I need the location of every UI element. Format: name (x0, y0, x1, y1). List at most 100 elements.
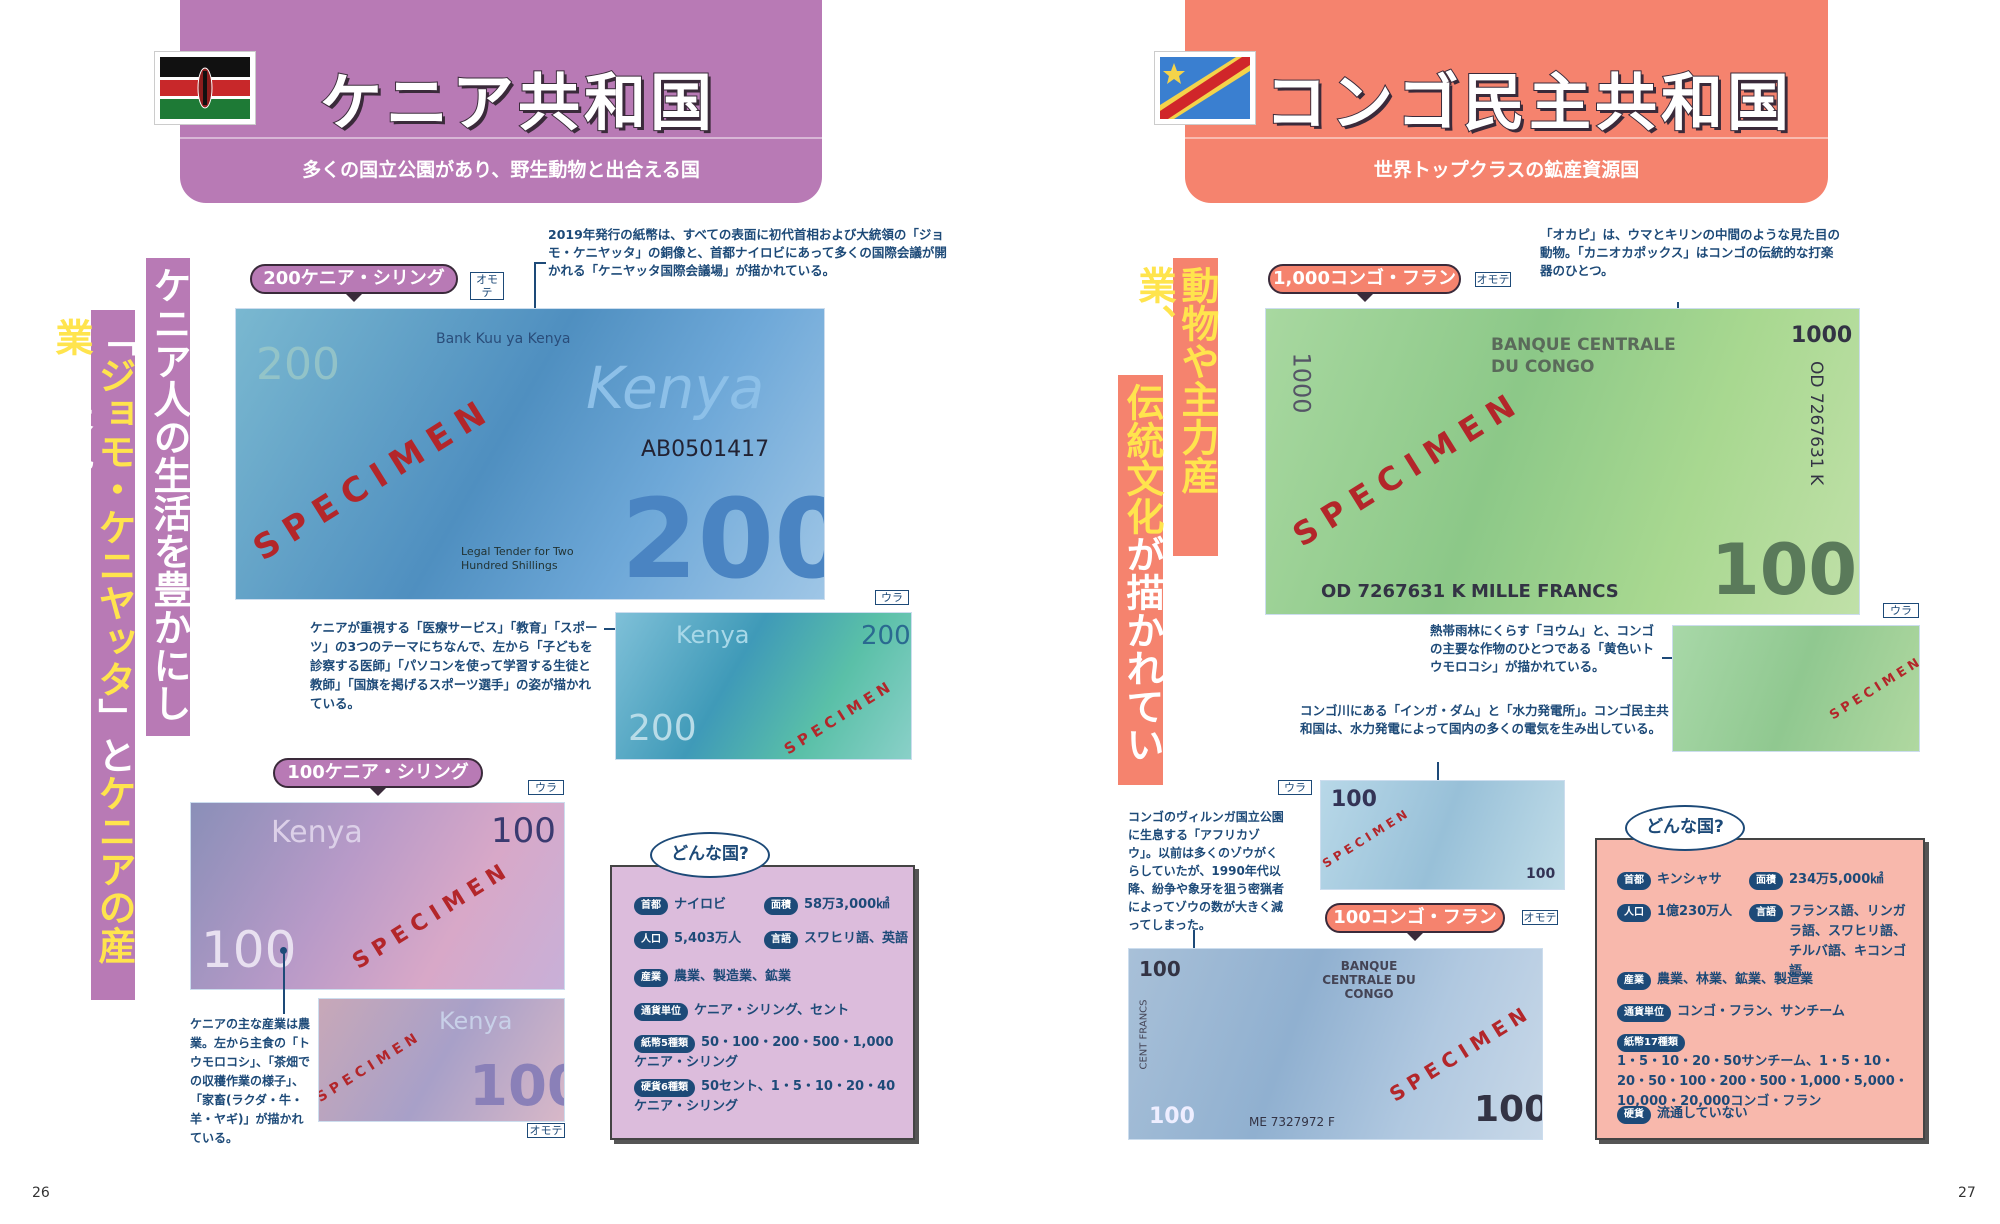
denomination-words: MILLE FRANCS (1471, 581, 1619, 602)
info-value: スワヒリ語、英語 (804, 931, 909, 946)
bank-name: Bank Kuu ya Kenya (436, 331, 571, 347)
info-badge: 紙幣17種類 (1617, 1034, 1685, 1052)
info-badge: 産業 (634, 969, 668, 987)
kenya-headline-col1: ケニア人の生活を豊かにした (104, 258, 191, 736)
info-value: 50・100・200・500・1,000 (700, 1035, 894, 1050)
callout-dot (280, 947, 287, 954)
headline-text: 「 (92, 318, 136, 356)
info-value: 234万5,000㎢ (1789, 872, 1884, 887)
info-value: フランス語、リンガラ語、スワヒリ語、チルバ語、キコンゴ語 (1789, 904, 1907, 979)
back-tag: ウラ (1278, 780, 1312, 795)
denomination: 100 (1139, 957, 1181, 981)
banknote-1000-back: SPECIMEN (1672, 625, 1920, 752)
info-badge: 紙幣5種類 (634, 1035, 695, 1053)
note200-back-description: ケニアが重視する「医療サービス」「教育」「スポーツ」の3つのテーマにちなんで、左… (310, 620, 598, 711)
kenya-subtitle: 多くの国立公園があり、野生動物と出合える国 (302, 159, 700, 181)
info-row: 首都ナイロビ (634, 895, 726, 915)
info-value: ナイロビ (674, 897, 727, 912)
callout-line (534, 262, 546, 264)
info-badge: 面積 (764, 897, 798, 915)
info-value: キンシャサ (1657, 872, 1722, 887)
info-row: 面積 234万5,000㎢ (1749, 870, 1883, 890)
divider (1185, 137, 1828, 139)
info-badge: 面積 (1749, 872, 1783, 890)
bank-name: BANQUE CENTRALE DU CONGO (1322, 959, 1416, 1001)
denomination: 100 (1331, 787, 1377, 812)
info-value: 20・50・100・200・500・1,000・5,000・10,000・20,… (1617, 1074, 1908, 1109)
headline-text: 」と (92, 698, 136, 774)
serial-vertical: OD 7267631 K (1806, 361, 1826, 486)
note200-description: 2019年発行の紙幣は、すべての表面に初代首相および大統領の「ジョモ・ケニヤッタ… (548, 227, 947, 278)
headline-text: が描かれている (1077, 383, 1164, 763)
banknote-100-back: Kenya 100 100 SPECIMEN (190, 802, 565, 990)
info-badge: 人口 (634, 931, 668, 949)
info-row: 産業農業、林業、鉱業、製造業 (1617, 970, 1813, 990)
denomination: 100 (491, 811, 556, 851)
kenya-flag-icon (155, 52, 255, 124)
headline-text: ケニア人の生活を豊かにした (104, 266, 191, 722)
country-name: Kenya (676, 621, 750, 649)
headline-text: を表現 (49, 356, 93, 470)
info-badge: 言語 (764, 931, 798, 949)
info-value: 農業、林業、鉱業、製造業 (1657, 972, 1814, 987)
congo-headline-col2: 伝統文化が描かれている (1077, 375, 1164, 785)
kenya-headline-col2: 「ジョモ・ケニヤッタ」とケニアの産業を表現 (49, 310, 136, 1000)
specimen-mark: SPECIMEN (246, 388, 502, 570)
info-row: 硬貨流通していない (1617, 1104, 1748, 1124)
info-value: ケニア・シリング (634, 1099, 739, 1114)
country-name: Kenya (271, 815, 363, 850)
info-row: 人口 5,403万人 (634, 929, 741, 949)
specimen-mark: SPECIMEN (1286, 381, 1531, 555)
denomination-large: 100 (1474, 1089, 1543, 1130)
info-row: 通貨単位コンゴ・フラン、サンチーム (1617, 1002, 1845, 1022)
info-value: 流通していない (1657, 1106, 1748, 1121)
headline-highlight: ジョモ・ケニヤッタ (92, 356, 136, 698)
denomination-large: 1000 (1711, 529, 1859, 611)
denomination: 1000 (1287, 352, 1316, 414)
info-badge: 通貨単位 (1617, 1004, 1671, 1022)
note100-front-description: コンゴのヴィルンガ国立公園に生息する「アフリカゾウ」。以前は多くのゾウがくらして… (1128, 810, 1285, 932)
info-row: 首都キンシャサ (1617, 870, 1722, 890)
denomination: 100 (469, 1054, 564, 1119)
page-number: 27 (1958, 1185, 1976, 1201)
info-value: コンゴ・フラン、サンチーム (1677, 1004, 1845, 1019)
note1000-description: 「オカピ」は、ウマとキリンの中間のような見た目の動物。「カニオカポックス」はコン… (1540, 227, 1841, 278)
note1000-back-description: 熱帯雨林にくらす「ヨウム」と、コンゴの主要な作物のひとつである「黄色いトウモロコ… (1430, 623, 1655, 674)
note100-label: 100コンゴ・フラン (1325, 903, 1505, 941)
note1000-label: 1,000コンゴ・フラン (1268, 264, 1461, 302)
info-row: 言語フランス語、リンガラ語、スワヒリ語、チルバ語、キコンゴ語 (1749, 902, 1917, 982)
back-tag: ウラ (528, 780, 564, 795)
banknote-100-back: 100 100 SPECIMEN (1320, 780, 1565, 890)
info-value: ケニア・シリング、セント (694, 1003, 850, 1018)
legal-text: Legal Tender for Two Hundred Shillings (461, 545, 574, 572)
denomination: 200 (628, 708, 697, 749)
specimen-mark: SPECIMEN (348, 856, 517, 975)
info-badge: 首都 (634, 897, 668, 915)
info-row: 通貨単位ケニア・シリング、セント (634, 1001, 849, 1021)
serial-number: ME 7327972 F (1249, 1115, 1335, 1129)
callout-line (283, 950, 285, 1014)
back-tag: ウラ (875, 590, 909, 605)
note100-back-description: コンゴ川にある「インガ・ダム」と「水力発電所」。コンゴ民主共和国は、水力発電によ… (1300, 703, 1669, 736)
country-name: Kenya (586, 354, 765, 422)
headline-highlight: 伝統文化 (1120, 383, 1164, 535)
info-value: 5,403万人 (674, 931, 742, 946)
banknote-100-front: Kenya 100 SPECIMEN (318, 998, 565, 1122)
info-row: 産業農業、製造業、鉱業 (634, 967, 791, 987)
info-value: 50セント、1・5・10・20・40 (700, 1079, 896, 1094)
info-title-bubble: どんな国? (1625, 805, 1745, 851)
info-row: 言語スワヒリ語、英語 (764, 929, 912, 949)
bank-name: BANQUE CENTRALE DU CONGO (1491, 335, 1676, 377)
denomination: 100 (1149, 1104, 1195, 1129)
note100-description: ケニアの主な産業は農業。左から主食の「トウモロコシ」、「茶畑での収穫作業の様子」… (190, 1017, 311, 1145)
info-value: 1億230万人 (1657, 904, 1733, 919)
denomination: 200 (256, 339, 340, 390)
info-badge: 硬貨6種類 (634, 1079, 695, 1097)
specimen-mark: SPECIMEN (1827, 653, 1920, 724)
info-row: 硬貨6種類 50セント、1・5・10・20・40 ケニア・シリング (634, 1077, 904, 1117)
